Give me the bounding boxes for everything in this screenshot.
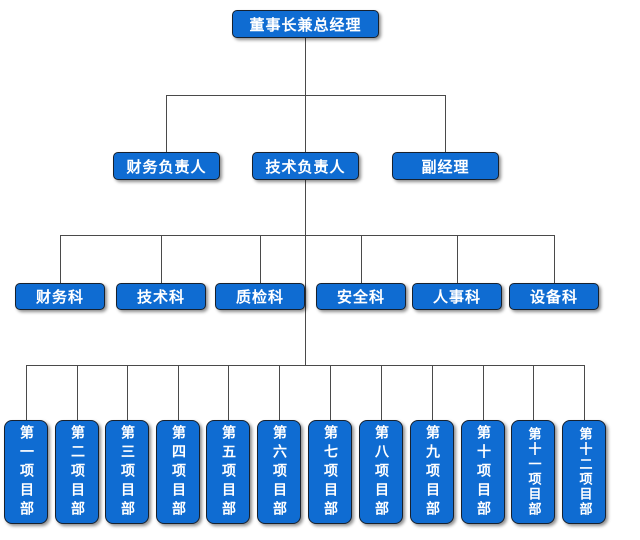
org-node-safety-section: 安全科 (316, 283, 406, 310)
org-node-technical-section: 技术科 (116, 283, 206, 310)
project-dept-label: 第一项目部 (18, 424, 34, 520)
connector-v-level4-6 (279, 365, 280, 420)
project-dept-label: 第二项目部 (69, 424, 85, 520)
project-dept-label: 第七项目部 (322, 424, 338, 520)
connector-v-level3-5 (457, 235, 458, 283)
project-dept-label: 第三项目部 (119, 424, 135, 520)
connector-v-level4-1 (26, 365, 27, 420)
org-node-project-dept-6: 第六项目部 (257, 420, 301, 524)
org-node-hr-section: 人事科 (412, 283, 502, 310)
org-node-project-dept-1: 第一项目部 (4, 420, 48, 524)
project-dept-label: 第五项目部 (220, 424, 236, 520)
org-node-equipment-section: 设备科 (509, 283, 599, 310)
org-node-project-dept-4: 第四项目部 (156, 420, 200, 524)
connector-h-level4 (26, 365, 585, 366)
org-node-finance-section: 财务科 (15, 283, 105, 310)
org-node-project-dept-2: 第二项目部 (55, 420, 99, 524)
connector-v-level4-10 (483, 365, 484, 420)
project-dept-label: 第四项目部 (170, 424, 186, 520)
connector-h-level2 (166, 95, 446, 96)
org-node-deputy-manager: 副经理 (392, 152, 499, 180)
project-dept-label: 第十项目部 (475, 424, 491, 520)
org-node-finance-manager: 财务负责人 (113, 152, 220, 180)
connector-v-level4-8 (381, 365, 382, 420)
org-node-project-dept-10: 第十项目部 (461, 420, 505, 524)
org-node-project-dept-5: 第五项目部 (206, 420, 250, 524)
org-node-project-dept-12: 第十二项目部 (562, 420, 606, 524)
connector-v-level3-2 (161, 235, 162, 283)
project-dept-label: 第八项目部 (373, 424, 389, 520)
connector-v-level4-4 (178, 365, 179, 420)
org-node-project-dept-11: 第十一项目部 (511, 420, 555, 524)
connector-v-level4-3 (127, 365, 128, 420)
org-node-project-dept-9: 第九项目部 (410, 420, 454, 524)
project-dept-label: 第六项目部 (271, 424, 287, 520)
project-dept-label: 第九项目部 (424, 424, 440, 520)
connector-v-level4-7 (330, 365, 331, 420)
connector-v-level3-6 (554, 235, 555, 283)
connector-v-level3-4 (361, 235, 362, 283)
org-node-quality-inspection-section: 质检科 (215, 283, 305, 310)
connector-v-level4-9 (432, 365, 433, 420)
connector-v-level4-5 (228, 365, 229, 420)
org-node-technical-manager: 技术负责人 (252, 152, 359, 180)
connector-v-level3-1 (60, 235, 61, 283)
connector-v-level2-3 (445, 95, 446, 152)
org-node-project-dept-7: 第七项目部 (308, 420, 352, 524)
project-dept-label: 第十二项目部 (576, 427, 592, 517)
org-node-project-dept-3: 第三项目部 (105, 420, 149, 524)
project-dept-label: 第十一项目部 (525, 427, 541, 517)
connector-h-level3 (60, 235, 554, 236)
org-node-chairman-general-manager: 董事长兼总经理 (232, 10, 379, 38)
connector-v-level3-3 (260, 235, 261, 283)
connector-v-level4-11 (533, 365, 534, 420)
org-node-project-dept-8: 第八项目部 (359, 420, 403, 524)
connector-v-level4-12 (584, 365, 585, 420)
connector-v-level2-1 (166, 95, 167, 152)
connector-v-center-trunk (305, 180, 306, 365)
connector-v-level4-2 (77, 365, 78, 420)
